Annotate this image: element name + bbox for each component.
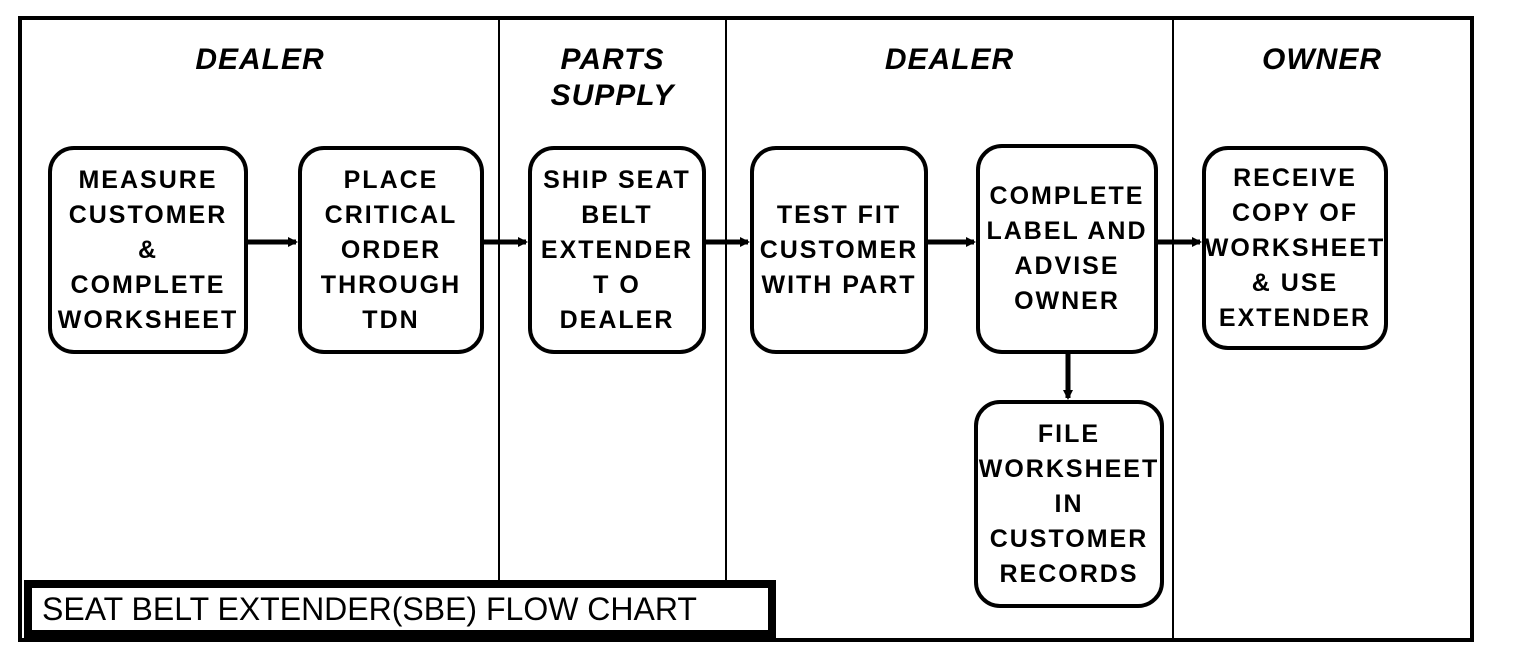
chart-caption-inner: SEAT BELT EXTENDER(SBE) FLOW CHART — [30, 586, 770, 632]
lane-divider-3 — [1172, 16, 1174, 642]
step-place-critical-order-label: PLACE CRITICAL ORDER THROUGH TDN — [320, 165, 462, 334]
lane-title-dealer-2: DEALER — [884, 43, 1015, 76]
step-file-worksheet-label: FILE WORKSHEET IN CUSTOMER RECORDS — [978, 419, 1160, 588]
lane-title-parts-supply: PARTS SUPPLY — [550, 43, 675, 112]
step-test-fit-customer-label: TEST FIT CUSTOMER WITH PART — [759, 200, 919, 299]
diagram-frame — [18, 16, 1474, 642]
chart-caption: SEAT BELT EXTENDER(SBE) FLOW CHART — [42, 590, 697, 627]
lane-divider-2 — [725, 16, 727, 642]
step-receive-copy: RECEIVE COPY OF WORKSHEET & USE EXTENDER — [1202, 146, 1388, 350]
step-measure-customer-label: MEASURE CUSTOMER & COMPLETE WORKSHEET — [57, 165, 239, 334]
lane-title-owner: OWNER — [1262, 43, 1382, 76]
step-complete-label-label: COMPLETE LABEL AND ADVISE OWNER — [986, 182, 1148, 315]
step-receive-copy-label: RECEIVE COPY OF WORKSHEET & USE EXTENDER — [1204, 163, 1386, 332]
chart-caption-box: SEAT BELT EXTENDER(SBE) FLOW CHART — [24, 580, 776, 638]
step-place-critical-order: PLACE CRITICAL ORDER THROUGH TDN — [298, 146, 484, 354]
lane-divider-1 — [498, 16, 500, 642]
step-measure-customer: MEASURE CUSTOMER & COMPLETE WORKSHEET — [48, 146, 248, 354]
step-ship-seat-belt-extender-label: SHIP SEAT BELT EXTENDER T O DEALER — [540, 165, 694, 334]
step-test-fit-customer: TEST FIT CUSTOMER WITH PART — [750, 146, 928, 354]
lane-title-dealer-1: DEALER — [195, 43, 325, 76]
step-file-worksheet: FILE WORKSHEET IN CUSTOMER RECORDS — [974, 400, 1164, 608]
step-complete-label: COMPLETE LABEL AND ADVISE OWNER — [976, 144, 1158, 354]
step-ship-seat-belt-extender: SHIP SEAT BELT EXTENDER T O DEALER — [528, 146, 706, 354]
